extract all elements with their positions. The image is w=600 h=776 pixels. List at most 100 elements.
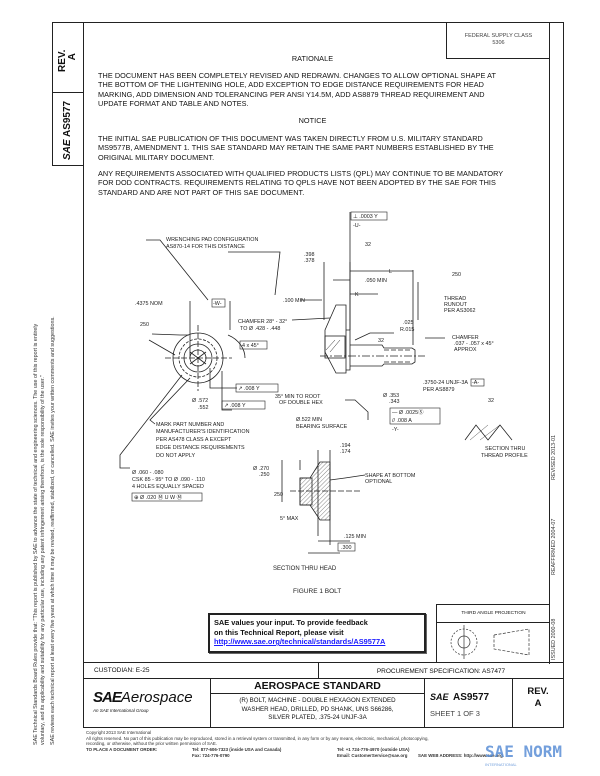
thread-profile bbox=[464, 424, 513, 441]
thread-runout-2: RUNOUT bbox=[444, 302, 468, 308]
rationale-text: THE DOCUMENT HAS BEEN COMPLETELY REVISED… bbox=[98, 71, 496, 109]
head-section bbox=[281, 450, 366, 554]
min-050: .050 MIN bbox=[365, 278, 387, 284]
wrenching-pad-note-2: AS870-14 FOR THIS DISTANCE bbox=[166, 244, 245, 250]
notice-para-1: THE INITIAL SAE PUBLICATION OF THIS DOCU… bbox=[98, 134, 494, 162]
mark-note-2: MANUFACTURER'S IDENTIFICATION bbox=[156, 429, 250, 435]
projection-box: THIRD ANGLE PROJECTION bbox=[436, 604, 550, 663]
feedback-box: SAE values your input. To provide feedba… bbox=[208, 613, 426, 653]
shape-note-1: SHAPE AT BOTTOM bbox=[365, 473, 416, 479]
finish-32-a: 32 bbox=[365, 242, 371, 248]
datum-u: -U- bbox=[353, 223, 361, 229]
chamfer-end-2: .037 - .057 x 45° bbox=[454, 341, 494, 347]
footer: Copyright 2013 SAE International All rig… bbox=[86, 730, 503, 759]
finish-32-b: 32 bbox=[378, 338, 384, 344]
bolt-side-view bbox=[320, 304, 425, 374]
dia-572: Ø .572 bbox=[192, 398, 208, 404]
doc-number-cell: SAE AS9577 SHEET 1 OF 3 bbox=[424, 678, 513, 728]
dim-398: .398 bbox=[304, 252, 315, 258]
frame-parallel-a: // .008 A bbox=[392, 418, 412, 424]
min-100: .100 MIN bbox=[283, 298, 305, 304]
fsc-value: 5306 bbox=[492, 40, 505, 46]
frame-straight: — Ø .0025Ⓢ bbox=[392, 408, 424, 416]
finish-32-c: 32 bbox=[488, 398, 494, 404]
mark-note-1: MARK PART NUMBER AND bbox=[156, 422, 224, 428]
datum-a: -A- bbox=[472, 380, 479, 386]
document-description: (R) BOLT, MACHINE - DOUBLE HEXAGON EXTEN… bbox=[239, 697, 396, 722]
chamfer-head-1: CHAMFER 28° - 32° bbox=[238, 319, 287, 325]
head-end-view bbox=[165, 325, 232, 391]
min-125: .125 MIN bbox=[344, 534, 366, 540]
sheet-number: SHEET 1 OF 3 bbox=[430, 709, 480, 718]
finish-250-b: 250 bbox=[452, 272, 461, 278]
title-cell: AEROSPACE STANDARD (R) BOLT, MACHINE - D… bbox=[210, 678, 425, 728]
feedback-line-2: on this Technical Report, please visit bbox=[214, 627, 344, 637]
finish-250-c: 250 bbox=[274, 492, 283, 498]
notice-heading: NOTICE bbox=[298, 116, 327, 125]
dia-270: Ø .270 bbox=[253, 466, 269, 472]
dia-250: .250 bbox=[259, 472, 270, 478]
thread-spec-1: .3750-24 UNJF-3A bbox=[423, 380, 468, 386]
radius-1: .025 bbox=[403, 320, 414, 326]
right-strip bbox=[549, 22, 564, 664]
mark-note-5: DO NOT APPLY bbox=[156, 453, 195, 459]
procurement-cell: PROCUREMENT SPECIFICATION: AS7477 bbox=[318, 662, 564, 679]
projection-symbol-icon bbox=[450, 625, 530, 659]
basic-300: .300 bbox=[341, 545, 352, 551]
fsc-label: FEDERAL SUPPLY CLASS bbox=[464, 33, 533, 39]
chamfer-head-2: TO Ø .428 - .448 bbox=[240, 326, 280, 332]
nom-dimension: .4375 NOM bbox=[135, 301, 163, 307]
projection-label: THIRD ANGLE PROJECTION bbox=[437, 605, 550, 623]
thread-runout-1: THREAD bbox=[444, 296, 466, 302]
frame-position: ⊕ Ø .020 Ⓜ U W Ⓜ bbox=[134, 493, 183, 501]
dia-343: .343 bbox=[389, 399, 400, 405]
chamfer-end-1: CHAMFER bbox=[452, 335, 479, 341]
mark-note-3: PER AS478 CLASS A EXCEPT bbox=[156, 437, 232, 443]
dim-l: L bbox=[389, 269, 392, 275]
holes-note-1: Ø .060 - .080 bbox=[132, 470, 163, 476]
perp-frame: ⊥ .0003 Y bbox=[353, 214, 378, 220]
custodian-cell: CUSTODIAN: E-25 bbox=[83, 662, 319, 679]
sae-small-logo: SAE bbox=[430, 692, 449, 702]
datum-y: -Y- bbox=[392, 427, 399, 433]
dim-k: K bbox=[355, 292, 359, 298]
feedback-line-1: SAE values your input. To provide feedba… bbox=[214, 618, 368, 627]
frame-runout-y2: ↗ .008 Y bbox=[224, 403, 246, 409]
section-thread-1: SECTION THRU bbox=[485, 446, 525, 452]
bearing-2: BEARING SURFACE bbox=[296, 424, 348, 430]
doc-number: AS9577 bbox=[452, 692, 490, 703]
max-5: 5° MAX bbox=[280, 516, 299, 522]
dim-174: .174 bbox=[340, 449, 351, 455]
dim-378: .378 bbox=[304, 258, 315, 264]
wrenching-pad-note: WRENCHING PAD CONFIGURATION bbox=[166, 237, 258, 243]
section-thread-2: THREAD PROFILE bbox=[481, 453, 528, 459]
root-hex-1: 35° MIN TO ROOT bbox=[275, 394, 321, 400]
feedback-link[interactable]: http://www.sae.org/technical/standards/A… bbox=[214, 637, 386, 646]
dia-552: .552 bbox=[198, 405, 209, 411]
rationale-heading: RATIONALE bbox=[291, 54, 334, 63]
root-hex-2: OF DOUBLE HEX bbox=[279, 400, 323, 406]
watermark-logo: SAE NORM INTERNATIONAL bbox=[485, 742, 563, 767]
holes-note-3: 4 HOLES EQUALLY SPACED bbox=[132, 484, 204, 490]
frame-runout-y1: ↗ .008 Y bbox=[238, 386, 260, 392]
shape-note-2: OPTIONAL bbox=[365, 479, 392, 485]
bolt-drawing: WRENCHING PAD CONFIGURATION AS870-14 FOR… bbox=[119, 211, 528, 595]
radius-2: R.015 bbox=[400, 327, 414, 333]
mark-note-4: EDGE DISTANCE REQUIREMENTS bbox=[156, 445, 245, 451]
document-heading: AEROSPACE STANDARD bbox=[211, 679, 424, 694]
drawing-frame bbox=[83, 22, 550, 664]
bearing-1: Ø.522 MIN bbox=[296, 417, 322, 423]
fsc-box: FEDERAL SUPPLY CLASS 5306 bbox=[446, 22, 550, 59]
revision-cell: REV.A bbox=[512, 678, 564, 728]
sae-aerospace-logo: SAEAerospace An SAE International Group bbox=[83, 678, 211, 728]
chamfer-end-3: APPROX bbox=[454, 347, 477, 353]
dia-353: Ø .353 bbox=[383, 393, 399, 399]
datum-w: -W- bbox=[213, 301, 222, 307]
issued-date: ISSUED 2000-08 bbox=[551, 618, 557, 660]
holes-note-2: CSK 85 - 95° TO Ø .090 - .110 bbox=[132, 477, 205, 483]
dim-194: .194 bbox=[340, 443, 351, 449]
thread-runout-3: PER AS3062 bbox=[444, 308, 475, 314]
finish-250-a: 250 bbox=[140, 322, 149, 328]
thread-spec-2: PER AS8879 bbox=[423, 387, 454, 393]
section-head: SECTION THRU HEAD bbox=[273, 566, 337, 572]
